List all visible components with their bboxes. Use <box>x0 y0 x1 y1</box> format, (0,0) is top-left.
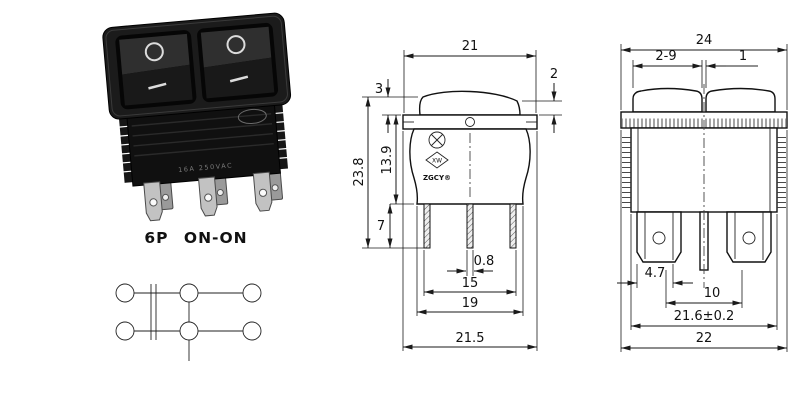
svg-text:21.6±0.2: 21.6±0.2 <box>674 309 735 324</box>
terminal-node <box>179 321 199 341</box>
svg-text:13.9: 13.9 <box>380 146 395 175</box>
svg-text:3: 3 <box>375 82 383 97</box>
logo-monogram: XW <box>432 158 442 165</box>
dim-side-terminal-thickness: 0.8 <box>447 250 494 276</box>
flange-hole <box>465 117 475 127</box>
front-terminals <box>143 171 273 222</box>
logo-brand: ZGCY® <box>423 174 451 182</box>
svg-text:21.5: 21.5 <box>456 331 485 346</box>
svg-text:0.8: 0.8 <box>474 254 495 269</box>
terminal-node <box>115 321 135 341</box>
terminal-node <box>115 283 135 303</box>
front-rocker-left <box>632 87 703 113</box>
brand-stamp <box>237 108 267 125</box>
dim-front-terminal-pitch: 10 <box>665 270 743 308</box>
side-view-part: XW ZGCY® <box>402 90 538 249</box>
terminal-pin <box>423 203 431 249</box>
front-rocker-right <box>705 87 776 113</box>
svg-text:4.7: 4.7 <box>645 266 666 281</box>
terminal-hole <box>652 231 666 245</box>
front-terminal-left <box>636 211 682 263</box>
svg-text:2: 2 <box>550 67 558 82</box>
front-view: 24 2-9 1 4.7 10 <box>617 33 788 352</box>
terminal-hole <box>742 231 756 245</box>
svg-text:7: 7 <box>377 219 385 234</box>
marking-I-icon <box>229 75 249 83</box>
side-view: XW ZGCY® 21 2 3 <box>352 39 562 351</box>
dim-side-flange-width: 21.5 <box>402 131 538 351</box>
switch-photo: 16A 250VAC <box>102 12 292 222</box>
svg-text:10: 10 <box>704 286 721 301</box>
dim-front-flange-width: 22 <box>620 130 788 352</box>
dim-side-terminal-span: 15 <box>423 250 517 296</box>
snap-ribs-right <box>777 133 786 209</box>
front-terminal-right <box>726 211 772 263</box>
dim-side-terminal-length: 7 <box>377 204 393 248</box>
rocker-button-right[interactable] <box>200 26 275 99</box>
product-caption: 6P ON-ON <box>144 229 247 247</box>
dim-front-body-width: 21.6±0.2 <box>630 214 778 330</box>
terminal-pin <box>509 203 517 249</box>
brand-logo: XW ZGCY® <box>423 131 451 182</box>
svg-text:23.8: 23.8 <box>352 158 367 187</box>
svg-text:19: 19 <box>462 296 479 311</box>
dim-front-divider-width: 1 <box>705 49 758 88</box>
dim-side-total-height: 23.8 <box>352 97 424 249</box>
rocker-button-left[interactable] <box>119 33 193 106</box>
dim-front-terminal-width: 4.7 <box>617 264 693 288</box>
snap-ribs-left <box>622 133 631 209</box>
marking-O-icon <box>226 35 246 55</box>
switch-illustration: 16A 250VAC <box>102 12 292 361</box>
switch-lower-body: 16A 250VAC <box>126 100 281 187</box>
terminal-node <box>179 283 199 303</box>
marking-I-icon <box>148 82 167 90</box>
marking-O-icon <box>144 42 164 62</box>
dim-side-body-depth: 13.9 <box>380 115 414 205</box>
terminal-node <box>242 283 262 303</box>
svg-text:2-9: 2-9 <box>655 49 676 64</box>
dim-side-rocker-lip: 2 <box>522 67 562 133</box>
dim-front-rocker-width: 2-9 <box>632 49 703 88</box>
front-view-part <box>620 84 788 288</box>
rocker-profile <box>418 90 521 116</box>
terminal-pin <box>466 203 474 249</box>
svg-text:15: 15 <box>462 276 479 291</box>
svg-text:24: 24 <box>696 33 713 48</box>
svg-text:21: 21 <box>462 39 479 54</box>
svg-text:22: 22 <box>696 331 713 346</box>
dim-front-top-width: 24 <box>620 33 788 110</box>
dim-side-top-width: 21 <box>403 39 537 113</box>
terminal-node <box>242 321 262 341</box>
svg-text:1: 1 <box>739 49 747 64</box>
dim-side-rocker-height: 3 <box>362 79 418 133</box>
circuit-schematic <box>115 283 262 361</box>
dim-side-body-width: 19 <box>416 206 524 316</box>
